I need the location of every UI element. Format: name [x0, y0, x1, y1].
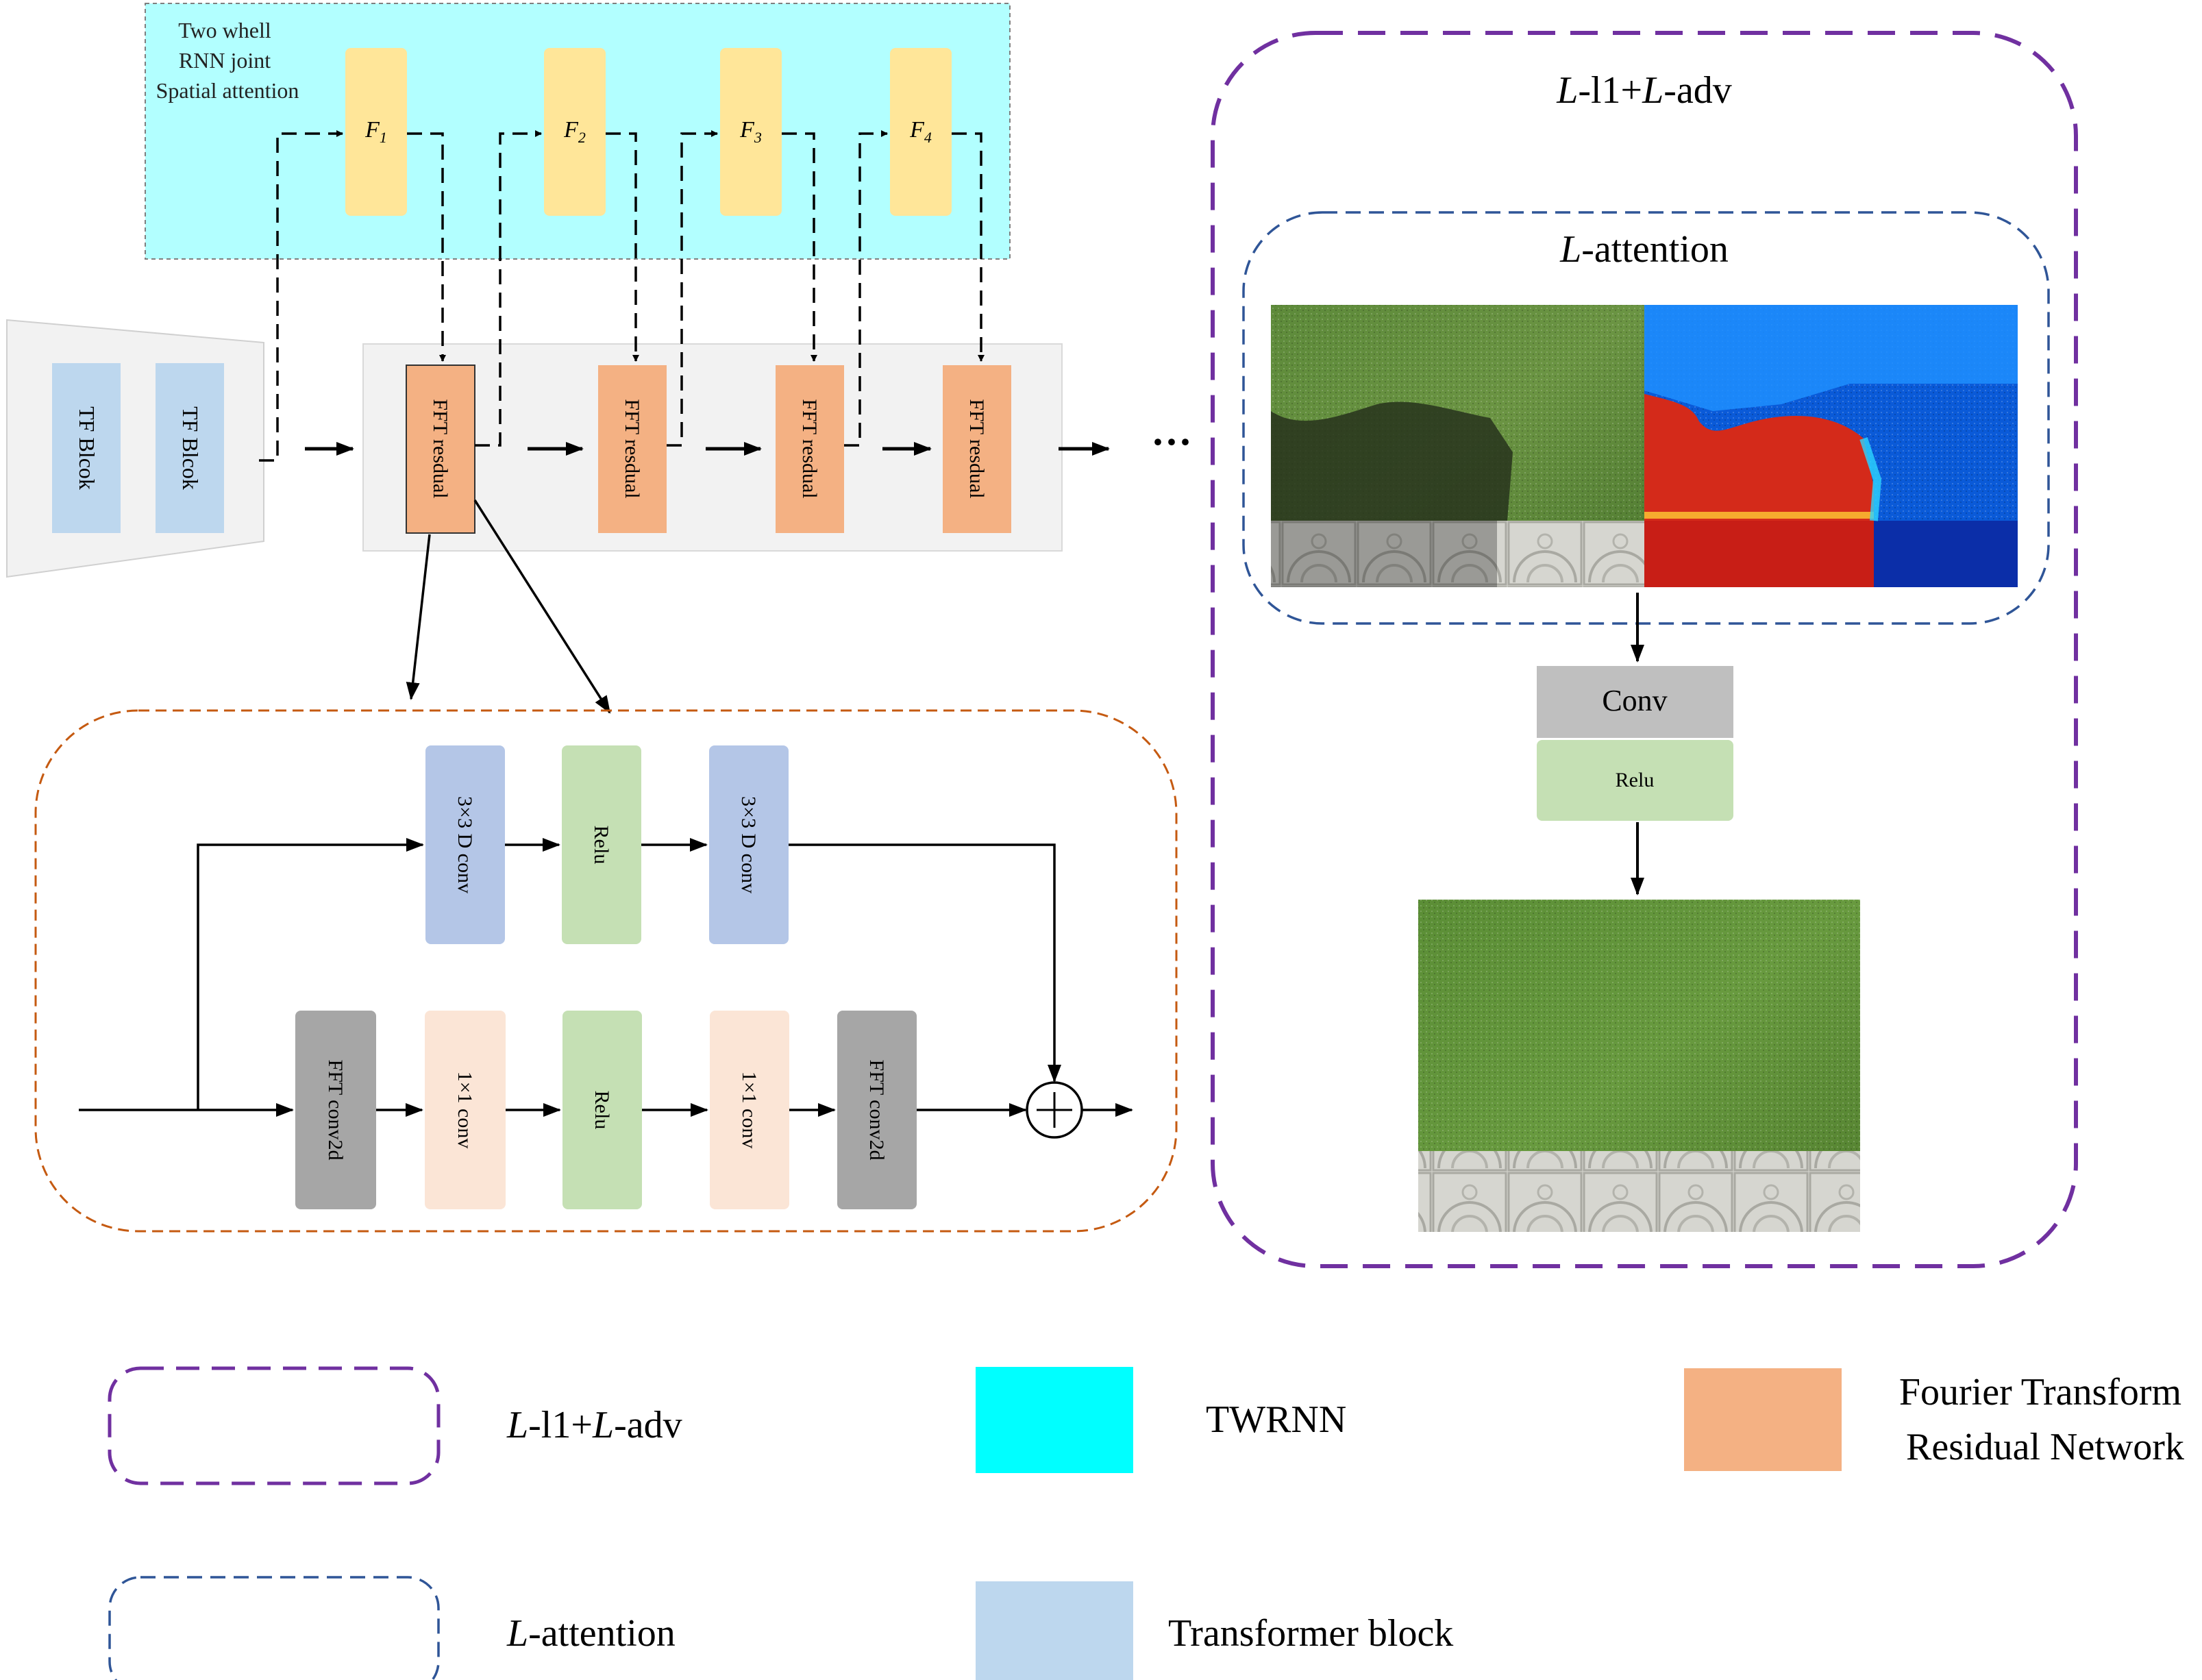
twrnn-title-line: RNN joint [179, 48, 271, 73]
f-unit-base: F [739, 117, 755, 143]
f-unit-base: F [364, 117, 380, 143]
top-relu: Relu [562, 745, 641, 944]
dashed-arrow [782, 132, 817, 362]
dashed-arrow [407, 132, 446, 362]
dashed-arrow [475, 130, 542, 447]
legend-transformer-label: Transformer block [1168, 1612, 1453, 1655]
block-label: 1×1 conv [454, 1072, 476, 1149]
legend-twrnn-swatch [976, 1367, 1133, 1473]
f-unit-sub: 4 [924, 129, 932, 146]
encoder-trapezoid [6, 319, 264, 578]
arrow [197, 838, 424, 1110]
dashed-connections [259, 130, 985, 462]
tf-block-1: TF Blcok [52, 363, 121, 533]
f-unit-3: F3 [720, 48, 782, 216]
fft-block-label: FFT resdual [621, 399, 643, 498]
legend-fourier: Fourier Transform Residual Network [1684, 1368, 2191, 1471]
fft-block-4: FFT resdual [943, 365, 1011, 533]
fft-conv2d-2: FFT conv2d [837, 1011, 917, 1209]
f-unit-1: F1 [345, 48, 407, 216]
tf-block-label: TF Blcok [75, 406, 99, 490]
conv-block: Conv [1537, 666, 1733, 738]
fft-block-3: FFT resdual [776, 365, 844, 533]
dashed-arrow [259, 130, 343, 462]
twrnn-region: Two whell RNN joint Spatial attention F1… [145, 3, 1011, 260]
arrow [789, 843, 1061, 1083]
chain-ellipsis: ··· [1151, 419, 1192, 465]
dashed-arrow [844, 130, 888, 447]
fft-block-label: FFT resdual [798, 399, 821, 498]
legend-twrnn-label: TWRNN [1206, 1398, 1346, 1441]
f-unit-sub: 3 [754, 129, 762, 146]
twrnn-title: Two whell RNN joint Spatial attention [156, 18, 299, 103]
conv-label: Conv [1602, 684, 1667, 717]
residual-detail-border [34, 709, 1178, 1233]
conv1-2: 1×1 conv [710, 1011, 789, 1209]
top-conv3-1: 3×3 D conv [425, 745, 505, 944]
dashed-arrow [606, 132, 639, 362]
attention-border [1242, 211, 2050, 625]
legend-attention-swatch [108, 1576, 440, 1680]
dashed-arrow [952, 132, 985, 362]
fft-block-2: FFT resdual [598, 365, 667, 533]
legend-loss: L-l1+L-adv [108, 1366, 682, 1485]
dashed-arrow [667, 130, 718, 447]
legend-fourier-swatch [1684, 1368, 1842, 1471]
legend-transformer: Transformer block [976, 1581, 1453, 1680]
attention-title: L-attention [1559, 228, 1729, 271]
relu-block: Relu [1537, 740, 1733, 821]
block-label: 3×3 D conv [454, 796, 476, 893]
loss-panel-title: L-l1+L-adv [1556, 69, 1732, 112]
block-label: 1×1 conv [738, 1072, 760, 1149]
legend-loss-label: L-l1+L-adv [506, 1404, 682, 1446]
loss-panel-border [1211, 31, 2078, 1268]
legend-loss-swatch [108, 1366, 441, 1485]
svg-text:F4: F4 [909, 117, 932, 146]
detail-pointer-arrows [406, 499, 611, 714]
arrow [406, 534, 431, 700]
loss-panel-region: L-l1+L-adv L-attention Conv [1211, 31, 2078, 1268]
top-conv3-2: 3×3 D conv [709, 745, 789, 944]
encoder-region: TF Blcok TF Blcok [6, 319, 264, 578]
svg-text:F2: F2 [563, 117, 586, 146]
svg-text:F1: F1 [364, 117, 387, 146]
fft-block-1: FFT resdual [406, 365, 475, 534]
arrow [473, 499, 611, 714]
legend-attention: L-attention [108, 1576, 676, 1680]
f-unit-base: F [909, 117, 925, 143]
twrnn-title-line: Two whell [178, 18, 271, 42]
block-label: Relu [591, 1091, 613, 1130]
block-label: Relu [590, 826, 613, 865]
bottom-relu: Relu [562, 1011, 642, 1209]
tf-block-label: TF Blcok [178, 406, 203, 490]
relu-label: Relu [1616, 769, 1655, 791]
legend: L-l1+L-adv L-attention TWRNN Transformer… [108, 1366, 2191, 1680]
tf-block-2: TF Blcok [156, 363, 224, 533]
output-photo [1418, 900, 1860, 1232]
legend-twrnn: TWRNN [976, 1367, 1346, 1473]
residual-detail-region: 3×3 D conv Relu 3×3 D conv FFT conv2d 1×… [34, 709, 1178, 1233]
fft-block-label: FFT resdual [965, 399, 988, 498]
f-unit-sub: 1 [380, 129, 387, 146]
legend-transformer-swatch [976, 1581, 1133, 1680]
f-unit-base: F [563, 117, 579, 143]
input-photo [1271, 305, 1644, 587]
legend-attention-label: L-attention [506, 1612, 676, 1655]
f-unit-2: F2 [544, 48, 606, 216]
sum-node [1026, 1081, 1083, 1139]
f-unit-4: F4 [890, 48, 952, 216]
fft-conv2d-1: FFT conv2d [295, 1011, 376, 1209]
twrnn-title-line: Spatial attention [156, 78, 299, 103]
svg-text:F3: F3 [739, 117, 762, 146]
conv1-1: 1×1 conv [425, 1011, 506, 1209]
attention-heatmap [1644, 305, 2018, 587]
fft-block-label: FFT resdual [429, 399, 451, 498]
block-label: 3×3 D conv [737, 796, 760, 893]
f-unit-sub: 2 [578, 129, 586, 146]
legend-fourier-label: Fourier Transform Residual Network [1899, 1371, 2191, 1468]
block-label: FFT conv2d [324, 1060, 347, 1161]
block-label: FFT conv2d [865, 1060, 888, 1161]
detail-arrows [79, 838, 1133, 1117]
